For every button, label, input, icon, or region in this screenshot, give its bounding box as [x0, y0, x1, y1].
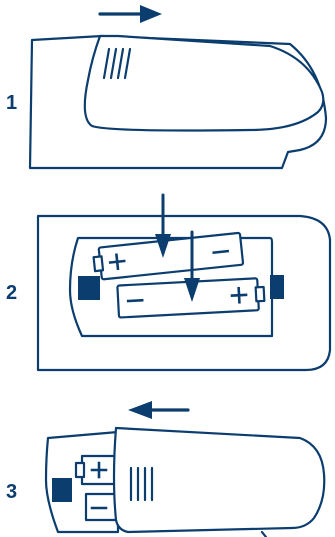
plus-icon: [108, 253, 126, 271]
battery-top: [92, 231, 245, 281]
battery-top-partial: [74, 454, 120, 486]
grip-lines: [129, 466, 154, 502]
step-2-illustration: [36, 193, 332, 372]
step-number-3: 3: [6, 481, 18, 503]
arrow-down-icon: [155, 193, 171, 258]
arrow-left-icon: [128, 401, 190, 419]
right-contact: [270, 275, 284, 299]
battery-cover: [83, 34, 325, 132]
grip-lines: [102, 47, 132, 80]
contact: [52, 478, 72, 502]
plus-icon: [90, 461, 108, 479]
step-number-1: 1: [6, 92, 18, 114]
cover-edge-mark: [260, 530, 268, 537]
arrow-down-icon: [184, 230, 200, 302]
left-contact: [78, 276, 100, 300]
step-3-illustration: [44, 401, 326, 537]
battery-cover: [112, 426, 326, 534]
battery-bottom: [116, 277, 266, 319]
plus-icon: [230, 286, 248, 304]
step-1-illustration: [28, 5, 328, 170]
minus-icon: [212, 249, 230, 255]
step-number-2: 2: [6, 282, 18, 304]
arrow-right-icon: [98, 5, 162, 23]
minus-icon: [126, 298, 144, 303]
